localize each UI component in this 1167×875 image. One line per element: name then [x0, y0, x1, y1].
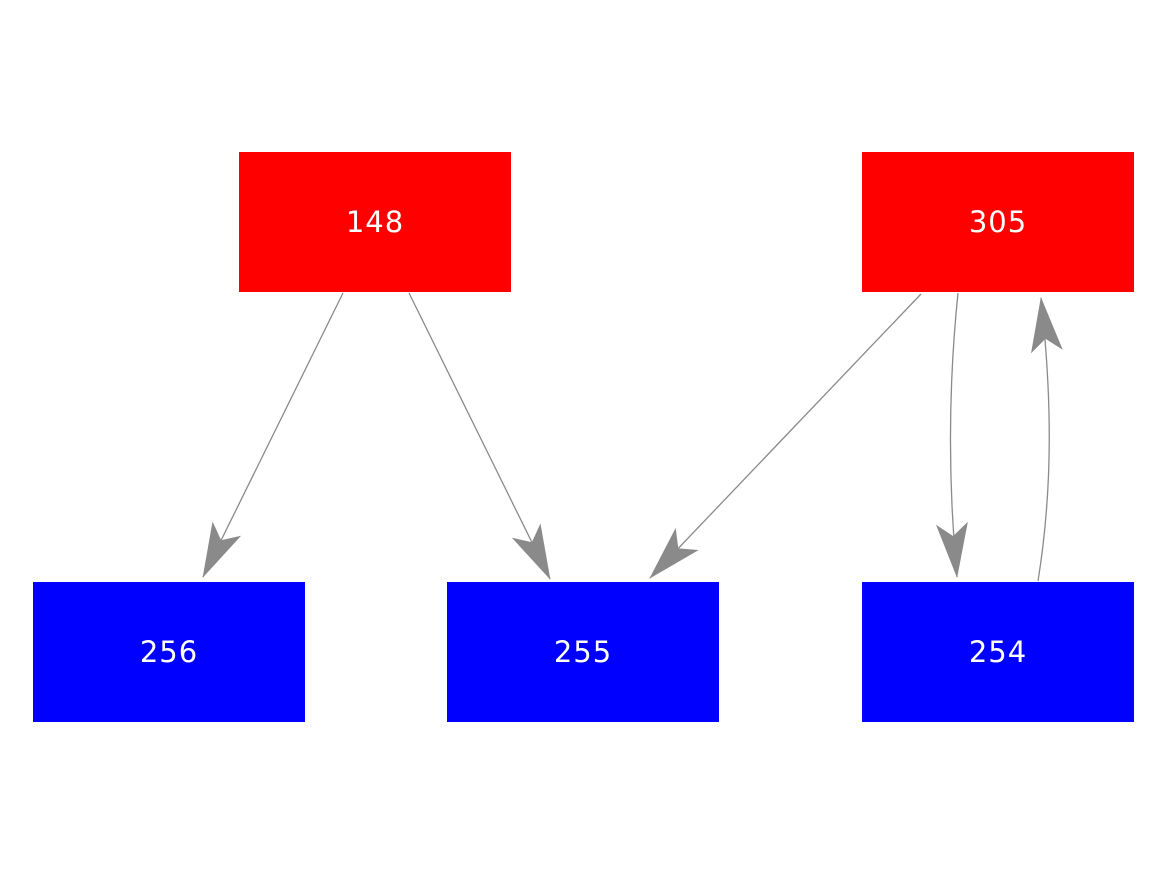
edge-305-to-255	[649, 293, 922, 579]
node-148-label: 148	[345, 205, 405, 239]
edge-254-to-305	[1030, 297, 1063, 582]
edge-148-to-256	[202, 292, 344, 578]
node-148: 148	[239, 152, 511, 292]
node-256-label: 256	[139, 635, 199, 669]
node-254: 254	[862, 582, 1134, 722]
node-255: 255	[447, 582, 719, 722]
node-305-label: 305	[968, 205, 1028, 239]
edge-305-to-254	[935, 292, 968, 578]
edge-148-to-255	[408, 292, 551, 580]
node-255-label: 255	[553, 635, 613, 669]
node-254-label: 254	[968, 635, 1028, 669]
node-256: 256	[33, 582, 305, 722]
node-305: 305	[862, 152, 1134, 292]
